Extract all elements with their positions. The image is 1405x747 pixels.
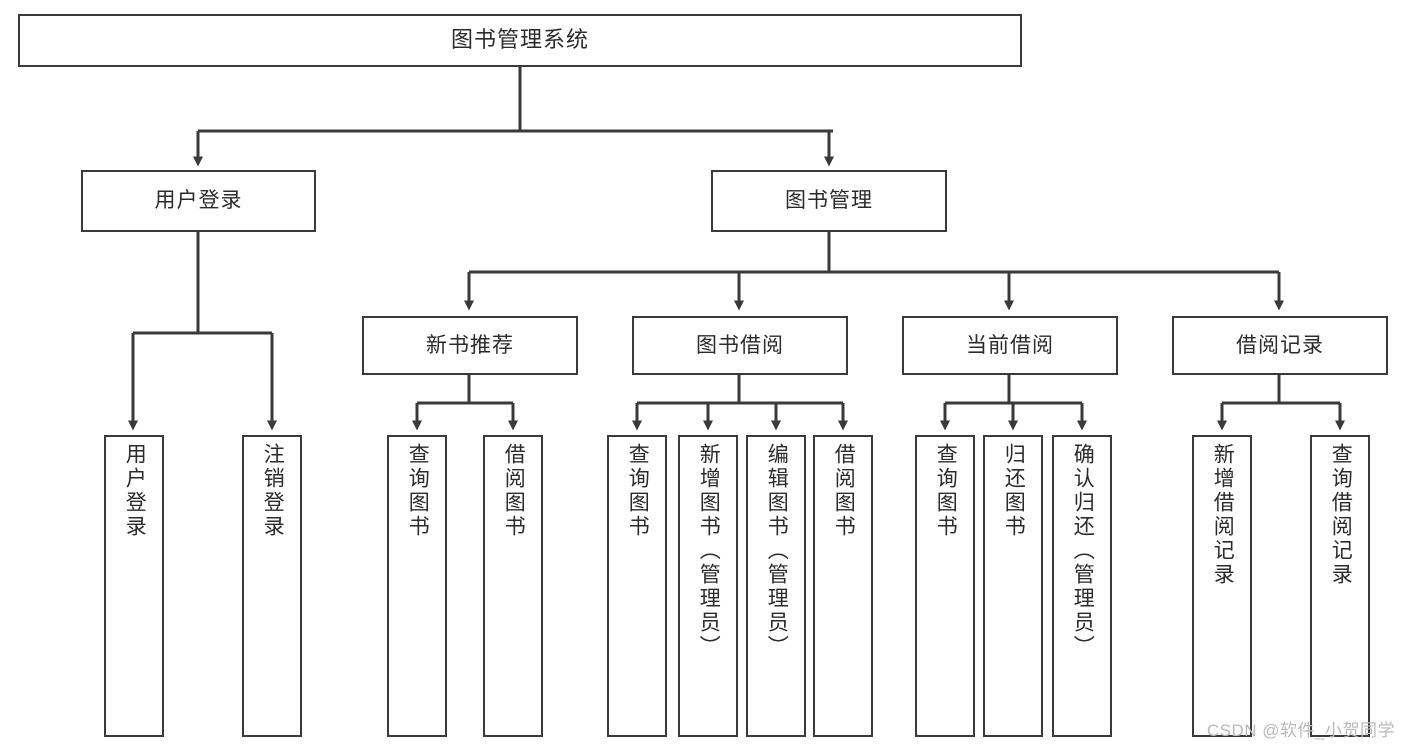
leaf-borrow-book-recommend[interactable]: 借阅图书 bbox=[483, 435, 543, 737]
node-new-book-recommend[interactable]: 新书推荐 bbox=[362, 316, 578, 375]
node-book-borrow[interactable]: 图书借阅 bbox=[632, 316, 848, 375]
node-label: 注销登录 bbox=[261, 443, 285, 539]
leaf-logout[interactable]: 注销登录 bbox=[242, 435, 302, 737]
node-root-system[interactable]: 图书管理系统 bbox=[18, 14, 1022, 67]
leaf-query-book-borrow[interactable]: 查询图书 bbox=[607, 435, 667, 737]
node-label: 图书借阅 bbox=[696, 333, 784, 357]
node-label: 归还图书 bbox=[1002, 443, 1026, 539]
node-book-management[interactable]: 图书管理 bbox=[711, 170, 947, 232]
leaf-add-borrow-record[interactable]: 新增借阅记录 bbox=[1192, 435, 1252, 737]
node-label: 借阅记录 bbox=[1236, 333, 1324, 357]
leaf-confirm-return-admin[interactable]: 确认归还（管理员） bbox=[1052, 435, 1112, 737]
node-user-login[interactable]: 用户登录 bbox=[81, 170, 316, 232]
leaf-add-book-admin[interactable]: 新增图书（管理员） bbox=[678, 435, 738, 737]
leaf-query-borrow-record[interactable]: 查询借阅记录 bbox=[1310, 435, 1370, 737]
node-borrow-records[interactable]: 借阅记录 bbox=[1172, 316, 1388, 375]
leaf-query-book-current[interactable]: 查询图书 bbox=[915, 435, 975, 737]
node-current-borrow[interactable]: 当前借阅 bbox=[902, 316, 1118, 375]
node-label: 新增图书（管理员） bbox=[697, 443, 721, 659]
leaf-query-book-recommend[interactable]: 查询图书 bbox=[387, 435, 447, 737]
node-label: 查询图书 bbox=[406, 443, 430, 539]
leaf-edit-book-admin[interactable]: 编辑图书（管理员） bbox=[746, 435, 806, 737]
leaf-user-login[interactable]: 用户登录 bbox=[104, 435, 164, 737]
node-label: 查询图书 bbox=[626, 443, 650, 539]
node-label: 当前借阅 bbox=[966, 333, 1054, 357]
node-label: 借阅图书 bbox=[832, 443, 856, 539]
node-label: 新书推荐 bbox=[426, 333, 514, 357]
leaf-borrow-book[interactable]: 借阅图书 bbox=[813, 435, 873, 737]
node-label: 借阅图书 bbox=[502, 443, 526, 539]
node-label: 查询图书 bbox=[934, 443, 958, 539]
node-label: 用户登录 bbox=[123, 443, 147, 539]
node-label: 查询借阅记录 bbox=[1329, 443, 1353, 587]
node-label: 用户登录 bbox=[154, 189, 243, 213]
node-label: 确认归还（管理员） bbox=[1071, 443, 1095, 659]
leaf-return-book[interactable]: 归还图书 bbox=[983, 435, 1043, 737]
node-label: 新增借阅记录 bbox=[1211, 443, 1235, 587]
node-label: 编辑图书（管理员） bbox=[765, 443, 789, 659]
csdn-watermark: CSDN @软件_小贺同学 bbox=[1206, 721, 1395, 740]
node-label: 图书管理系统 bbox=[450, 27, 589, 53]
node-label: 图书管理 bbox=[785, 189, 873, 213]
